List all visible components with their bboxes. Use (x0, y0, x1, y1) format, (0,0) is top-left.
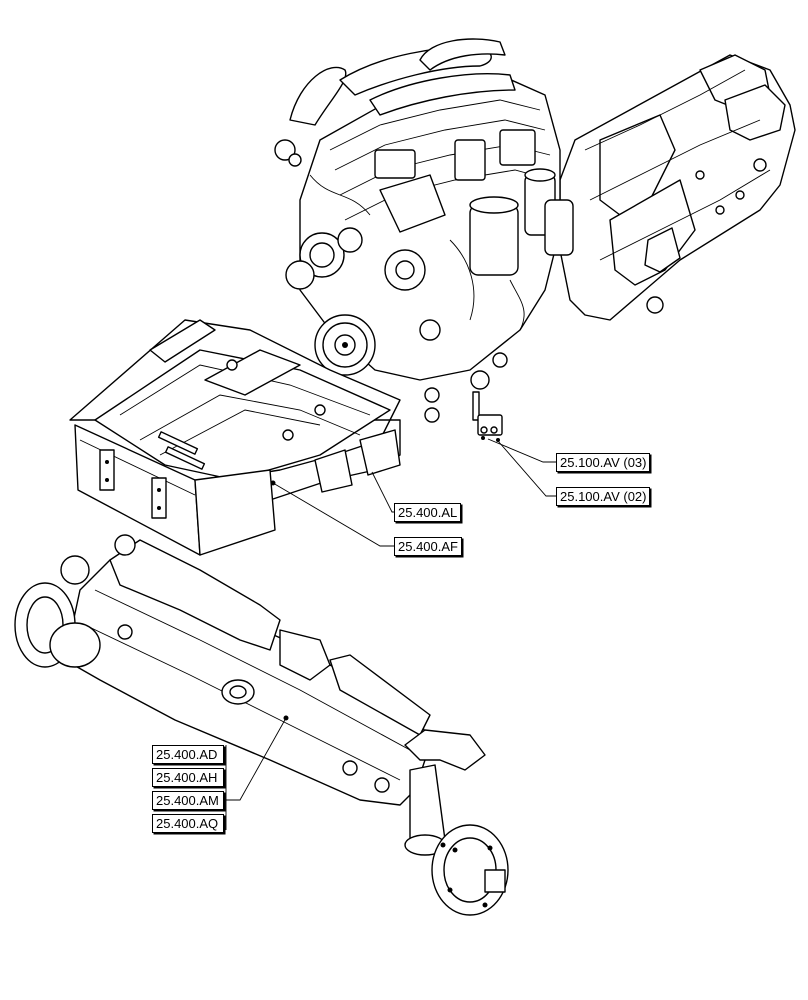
sensor-assembly (472, 391, 503, 442)
callout-25-100-av-02[interactable]: 25.100.AV (02) (556, 487, 651, 506)
callout-25-400-ad[interactable]: 25.400.AD (152, 745, 224, 764)
callout-25-400-am[interactable]: 25.400.AM (152, 791, 224, 810)
callout-25-400-aq[interactable]: 25.400.AQ (152, 814, 224, 833)
callout-25-100-av-03[interactable]: 25.100.AV (03) (556, 453, 651, 472)
front-axle (14, 534, 509, 916)
callout-25-400-ah[interactable]: 25.400.AH (152, 768, 224, 787)
transmission-housing (559, 54, 796, 321)
front-support-frame (69, 319, 401, 556)
callout-25-400-al[interactable]: 25.400.AL (394, 503, 462, 522)
engine-assembly (274, 38, 574, 423)
axle-callout-stack: 25.400.AD 25.400.AH 25.400.AM 25.400.AQ (152, 745, 224, 837)
callout-25-400-af[interactable]: 25.400.AF (394, 537, 462, 556)
